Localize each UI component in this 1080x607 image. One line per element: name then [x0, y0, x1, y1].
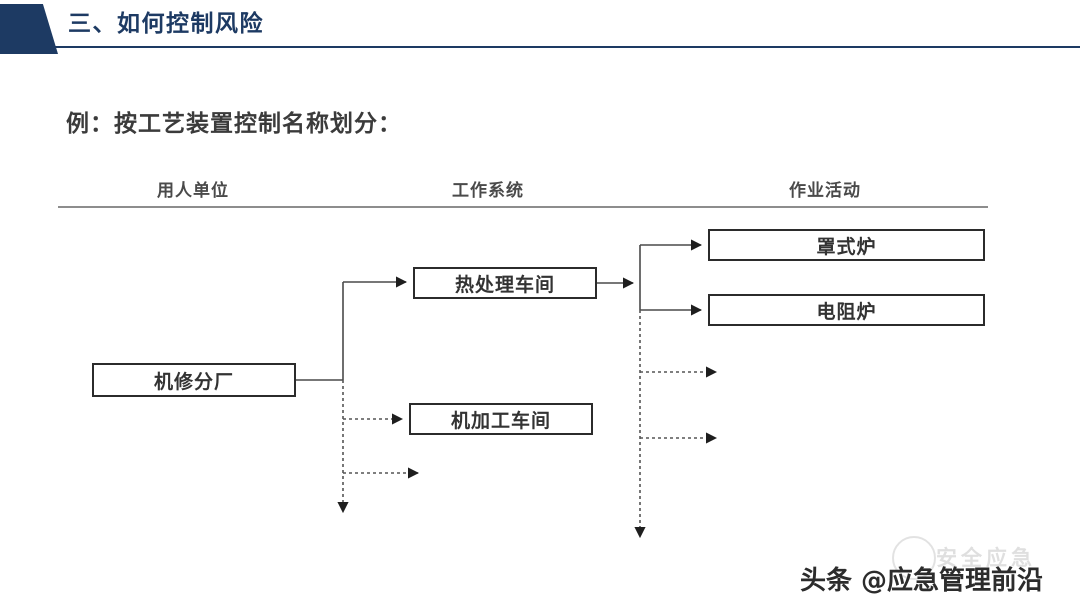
page-title: 三、如何控制风险 [68, 11, 264, 37]
slide-header: 三、如何控制风险 [0, 0, 1080, 62]
node-bell-furnace[interactable]: 罩式炉 [708, 229, 985, 261]
watermark-text: 头条 @应急管理前沿 [800, 566, 1044, 596]
watermark-logo-mark-icon [892, 536, 936, 580]
watermark-logo-text: 安全应急 [936, 546, 1036, 570]
column-header-work-activity: 作业活动 [789, 181, 861, 201]
node-machining-workshop[interactable]: 机加工车间 [409, 403, 593, 435]
watermark-logo: 安全应急 [890, 534, 1080, 582]
node-resistance-furnace[interactable]: 电阻炉 [708, 294, 985, 326]
header-divider [55, 46, 1080, 48]
column-header-employer: 用人单位 [157, 181, 229, 201]
column-header-work-system: 工作系统 [452, 181, 524, 201]
node-heat-treatment-workshop[interactable]: 热处理车间 [413, 267, 597, 299]
column-header-divider [58, 206, 988, 208]
section-subtitle: 例：按工艺装置控制名称划分： [66, 111, 402, 137]
node-employer[interactable]: 机修分厂 [92, 363, 296, 397]
